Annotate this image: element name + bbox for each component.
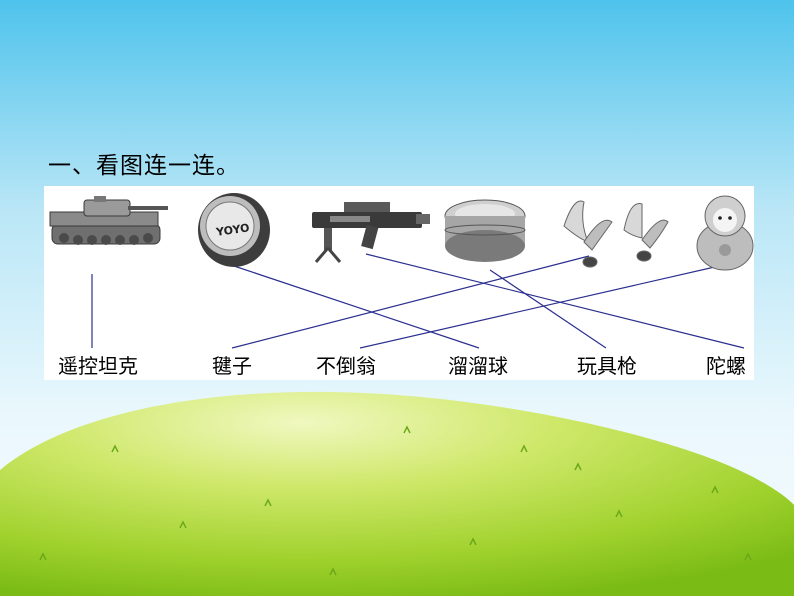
line-tumbler-to-tumbler-word bbox=[360, 266, 719, 348]
yoyo-icon: YOYO bbox=[198, 193, 270, 267]
spinning-top-icon bbox=[445, 200, 525, 262]
word-yaokong-tanke: 遥控坦克 bbox=[58, 350, 138, 379]
word-budaoweng: 不倒翁 bbox=[316, 350, 376, 379]
line-shuttlecock-to-jianzi-word bbox=[232, 256, 589, 348]
question-title: 一、看图连一连。 bbox=[48, 146, 240, 180]
word-jianzi: 毽子 bbox=[212, 350, 252, 379]
word-liuliuqiu: 溜溜球 bbox=[448, 350, 508, 379]
shuttlecock-icon bbox=[564, 201, 668, 267]
matching-panel: YOYO bbox=[44, 186, 754, 380]
word-wanjuqiang: 玩具枪 bbox=[577, 350, 637, 379]
line-yoyo-to-yoyo-word bbox=[234, 266, 479, 348]
tank-icon bbox=[50, 196, 168, 245]
toy-gun-icon bbox=[312, 202, 430, 262]
connection-lines: YOYO bbox=[44, 186, 754, 380]
word-tuoluo: 陀螺 bbox=[706, 350, 746, 379]
tumbler-doll-icon bbox=[697, 196, 753, 270]
